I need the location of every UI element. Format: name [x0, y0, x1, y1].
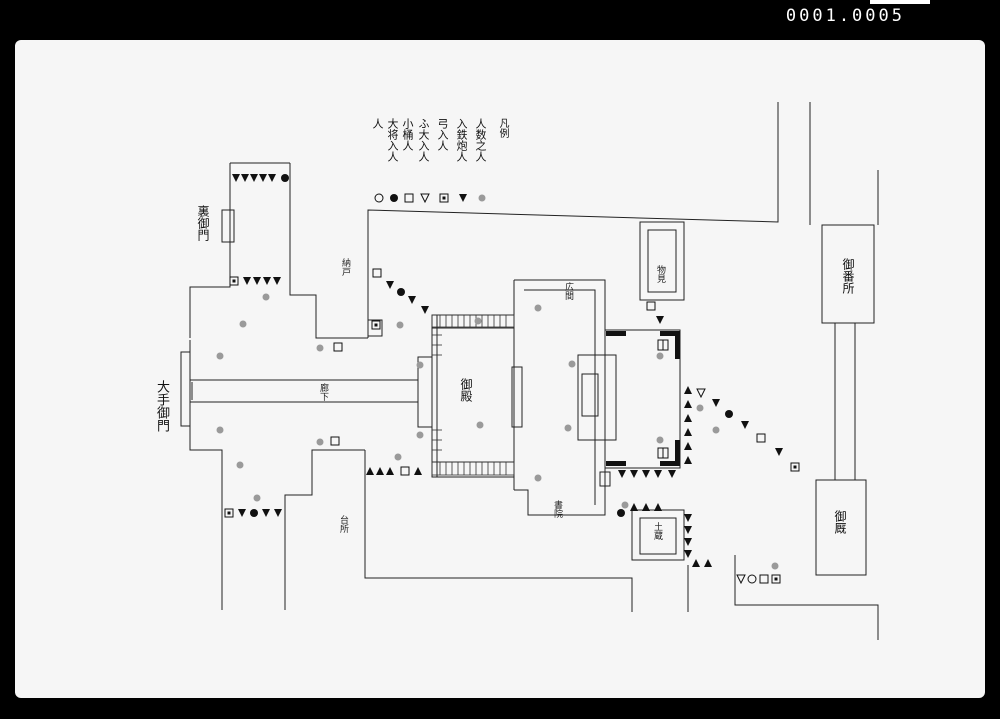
legend-entry: 弓入人	[436, 118, 449, 151]
label-main-gate: 大手御門	[154, 380, 169, 432]
south-diagonal-markers	[696, 388, 800, 472]
label-top-gate: 裏御門	[196, 205, 210, 241]
legend-title: 凡例	[497, 118, 508, 138]
wall-lines	[180, 102, 879, 640]
label-south-room: 台所	[338, 515, 348, 533]
legend-entry: 人数之人	[474, 118, 487, 162]
legend-entry: 大将入人	[386, 118, 399, 162]
castle-plan-sheet	[15, 40, 985, 698]
label-side-room-top: 物見	[655, 265, 665, 283]
label-hall-top: 広間	[563, 282, 573, 300]
sanctum-corners	[606, 331, 680, 466]
legend-entry: 小桶人	[401, 118, 414, 151]
legend-entry: 入鉄炮人	[455, 118, 468, 162]
hall-markers	[474, 301, 664, 482]
upper-wing-markers	[216, 174, 343, 360]
legend-symbols	[374, 193, 486, 203]
legend-entry: ふ大入人	[417, 118, 430, 162]
sanctum-edge-markers	[618, 386, 692, 478]
hatched-walls	[431, 314, 515, 476]
film-frame-tab	[870, 0, 930, 4]
label-right-building-bottom: 御厩	[833, 510, 847, 534]
legend-entry: 人	[371, 118, 384, 129]
label-right-building-top: 御番所	[841, 258, 855, 294]
label-north-room: 納戸	[340, 258, 350, 276]
frame-number: 0001.0005	[785, 6, 905, 26]
label-side-room-bottom: 土蔵	[652, 522, 662, 540]
label-corridor: 廊下	[318, 383, 328, 401]
lower-room-markers	[617, 501, 781, 584]
label-hall-bottom: 書院	[552, 500, 562, 518]
label-main-hall: 御殿	[459, 378, 473, 402]
